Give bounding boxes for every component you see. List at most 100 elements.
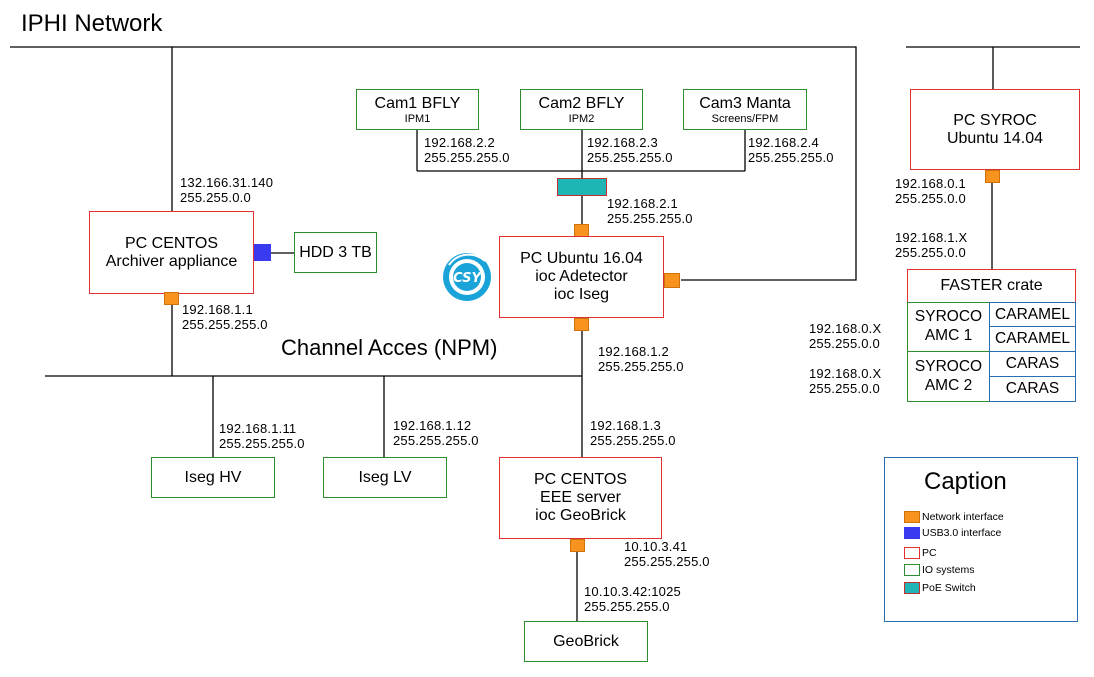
geobrick-label: GeoBrick <box>553 632 619 650</box>
network-interface-icon <box>570 539 585 552</box>
geobrick-box: GeoBrick <box>524 621 648 662</box>
archiver-ip-bottom: 192.168.1.1 255.255.255.0 <box>182 302 268 333</box>
channel-access-label: Channel Acces (NPM) <box>281 335 498 360</box>
ip-address: 192.168.1.3 <box>590 418 661 433</box>
network-interface-icon <box>164 292 179 305</box>
ip-address: 132.166.31.140 <box>180 175 274 190</box>
netmask: 255.255.0.0 <box>809 380 880 396</box>
netmask: 255.255.255.0 <box>607 210 693 226</box>
iseg-lv-label: Iseg LV <box>358 468 412 486</box>
network-interface-swatch-icon <box>904 511 920 523</box>
legend-item-io: IO systems <box>904 564 975 576</box>
caption-legend: Caption Network interface USB3.0 interfa… <box>884 457 1078 622</box>
camera-name: Cam2 BFLY <box>538 94 625 112</box>
syroco-amc1: SYROCO AMC 1 <box>907 302 990 352</box>
netmask: 255.255.255.0 <box>598 358 684 374</box>
svg-text:CSY: CSY <box>453 271 482 286</box>
legend-label: IO systems <box>922 564 975 576</box>
legend-item-poe: PoE Switch <box>904 582 976 594</box>
archiver-line1: PC CENTOS <box>124 234 219 252</box>
ip-address: 192.168.1.2 <box>598 344 669 359</box>
iphi-network-line <box>10 46 857 281</box>
ip-address: 192.168.2.4 <box>748 135 819 150</box>
pc-swatch-icon <box>904 547 920 559</box>
netmask: 255.255.255.0 <box>424 149 510 165</box>
camera-box-2: Cam2 BFLY IPM2 <box>520 89 643 130</box>
ip-address: 192.168.1.1 <box>182 302 253 317</box>
netmask: 255.255.255.0 <box>584 598 670 614</box>
ip-address: 192.168.2.1 <box>607 196 678 211</box>
netmask: 255.255.255.0 <box>587 149 673 165</box>
pc-ubuntu-line3: ioc Iseg <box>553 286 610 303</box>
legend-label: Network interface <box>922 511 1004 523</box>
amc2-ip: 192.168.0.X 255.255.0.0 <box>809 366 882 397</box>
pc-centos-eee: PC CENTOS EEE server ioc GeoBrick <box>499 457 662 539</box>
netmask: 255.255.255.0 <box>624 553 710 569</box>
camera-2-ip: 192.168.2.3 255.255.255.0 <box>587 135 673 166</box>
diagram-title: IPHI Network <box>21 10 163 37</box>
ip-address: 192.168.0.X <box>809 321 882 336</box>
eee-ip-top: 192.168.1.3 255.255.255.0 <box>590 418 676 449</box>
usb-interface-swatch-icon <box>904 527 920 539</box>
netmask: 255.255.0.0 <box>809 335 880 351</box>
poe-switch <box>557 178 607 196</box>
pc-ubuntu-line2: ioc Adetector <box>535 268 628 285</box>
iseg-hv-ip: 192.168.1.11 255.255.255.0 <box>219 421 305 452</box>
iseg-lv: Iseg LV <box>323 457 447 498</box>
network-interface-icon <box>574 318 589 331</box>
ip-address: 10.10.3.42:1025 <box>584 584 681 599</box>
camera-3-ip: 192.168.2.4 255.255.255.0 <box>748 135 834 166</box>
camera-box-1: Cam1 BFLY IPM1 <box>356 89 479 130</box>
syroco-amc2: SYROCO AMC 2 <box>907 351 990 402</box>
iseg-hv: Iseg HV <box>151 457 275 498</box>
ip-address: 192.168.1.X <box>895 230 968 245</box>
syroc-ip: 192.168.0.1 255.255.0.0 <box>895 176 966 207</box>
legend-label: PoE Switch <box>922 582 976 594</box>
eee-line2: EEE server <box>540 489 621 506</box>
pc-syroc: PC SYROC Ubuntu 14.04 <box>910 89 1080 170</box>
pc-ubuntu-line1: PC Ubuntu 16.04 <box>520 250 643 267</box>
iseg-hv-label: Iseg HV <box>184 468 242 486</box>
poe-switch-ip: 192.168.2.1 255.255.255.0 <box>607 196 693 227</box>
faster-ip: 192.168.1.X 255.255.0.0 <box>895 230 968 261</box>
io-systems-swatch-icon <box>904 564 920 576</box>
pc-ubuntu: PC Ubuntu 16.04 ioc Adetector ioc Iseg <box>499 236 664 318</box>
card-caras-1: CARAS <box>989 351 1076 377</box>
camera-sub: IPM2 <box>568 112 595 125</box>
ip-address: 10.10.3.41 <box>624 539 688 554</box>
eee-line3: ioc GeoBrick <box>535 507 626 524</box>
syroc-line1: PC SYROC <box>953 111 1037 129</box>
netmask: 255.255.255.0 <box>393 432 479 448</box>
netmask: 255.255.255.0 <box>219 435 305 451</box>
ip-address: 192.168.0.X <box>809 366 882 381</box>
ip-address: 192.168.1.11 <box>219 421 297 436</box>
faster-crate: FASTER crate <box>907 269 1076 303</box>
caption-title: Caption <box>924 468 1007 495</box>
faster-title: FASTER crate <box>940 277 1043 294</box>
netmask: 255.255.0.0 <box>895 244 966 260</box>
camera-name: Cam3 Manta <box>699 94 791 112</box>
ip-address: 192.168.2.3 <box>587 135 658 150</box>
camera-sub: Screens/FPM <box>711 112 779 125</box>
card-caramel-1: CARAMEL <box>989 302 1076 327</box>
legend-item-network: Network interface <box>904 511 1004 523</box>
usb-interface-icon <box>254 244 271 261</box>
archiver-ip-top: 132.166.31.140 255.255.0.0 <box>180 175 274 206</box>
camera-1-ip: 192.168.2.2 255.255.255.0 <box>424 135 510 166</box>
archiver-line2: Archiver appliance <box>105 252 238 270</box>
netmask: 255.255.255.0 <box>748 149 834 165</box>
camera-name: Cam1 BFLY <box>374 94 461 112</box>
iseg-lv-ip: 192.168.1.12 255.255.255.0 <box>393 418 479 449</box>
syroc-line2: Ubuntu 14.04 <box>946 129 1044 147</box>
poe-switch-swatch-icon <box>904 582 920 594</box>
eee-line1: PC CENTOS <box>533 471 628 488</box>
ip-address: 192.168.0.1 <box>895 176 966 191</box>
card-caras-2: CARAS <box>989 376 1076 402</box>
legend-label: USB3.0 interface <box>922 527 1002 539</box>
pc-ubuntu-ip: 192.168.1.2 255.255.255.0 <box>598 344 684 375</box>
legend-item-usb: USB3.0 interface <box>904 527 1001 539</box>
ip-address: 192.168.2.2 <box>424 135 495 150</box>
eee-ip-bottom: 10.10.3.41 255.255.255.0 <box>624 539 710 570</box>
netmask: 255.255.255.0 <box>590 432 676 448</box>
